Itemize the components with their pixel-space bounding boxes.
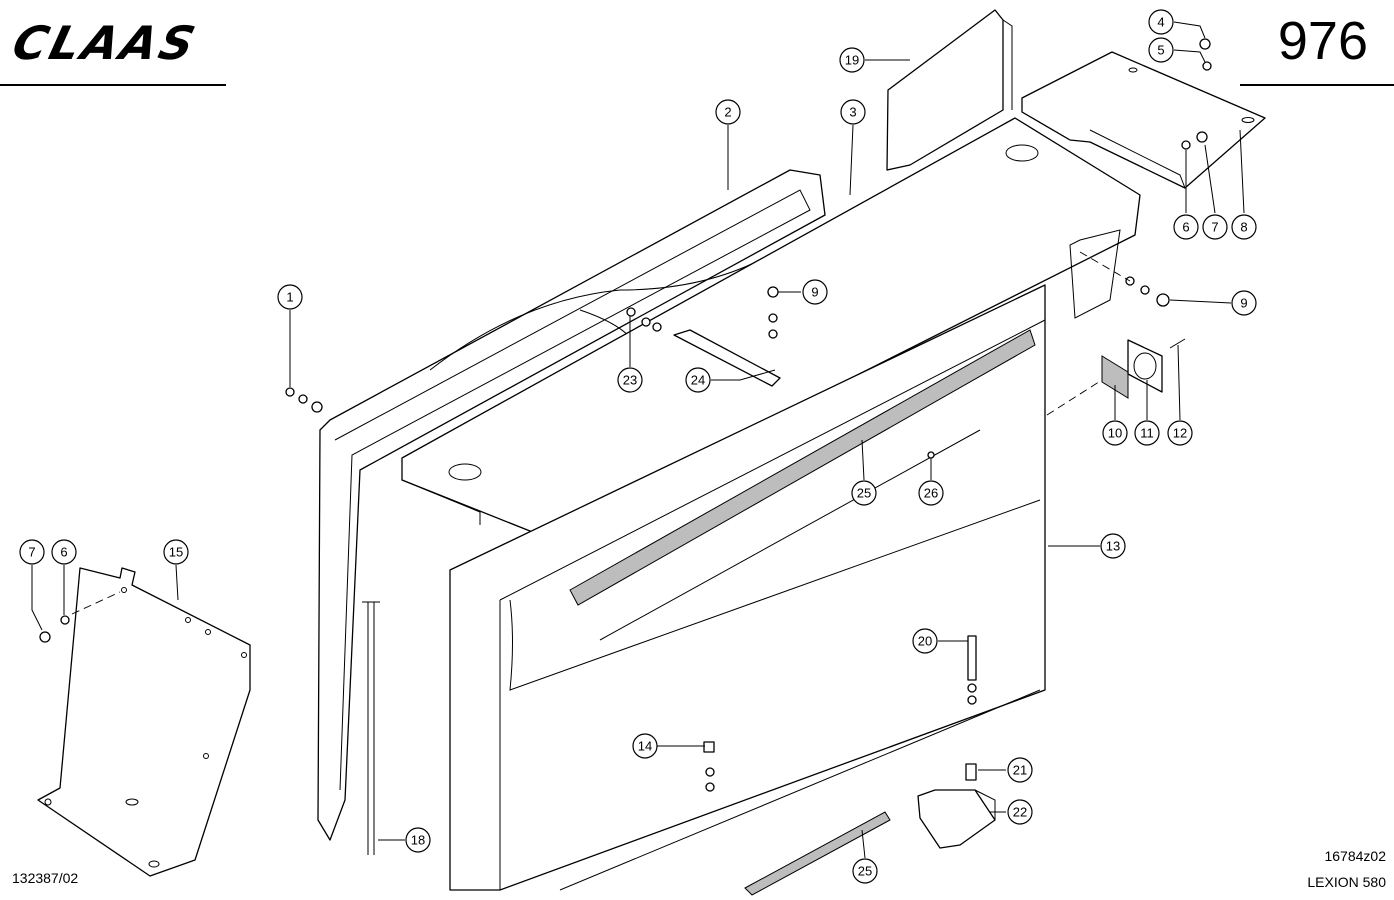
callout-23: 23 — [617, 367, 643, 393]
callout-label: 4 — [1157, 15, 1164, 30]
callout-21: 21 — [1007, 757, 1033, 783]
callout-label: 9 — [811, 285, 818, 300]
page-number: 976 — [1277, 11, 1368, 71]
mounting-bracket — [1021, 51, 1266, 189]
callout-22: 22 — [1007, 799, 1033, 825]
callout-19: 19 — [839, 47, 865, 73]
callout-label: 26 — [924, 486, 938, 501]
mounting-foot — [917, 789, 996, 849]
radiator-top-tank — [401, 117, 1141, 536]
rail-strip-upper — [569, 329, 1036, 606]
callout-label: 1 — [286, 290, 293, 305]
callout-25a: 25 — [851, 480, 877, 506]
callout-12: 12 — [1167, 420, 1193, 446]
callout-label: 11 — [1140, 426, 1154, 441]
callout-11: 11 — [1134, 420, 1160, 446]
callout-10: 10 — [1102, 420, 1128, 446]
callout-7: 7 — [1202, 214, 1228, 240]
callout-label: 23 — [623, 373, 637, 388]
header-rule-right — [1240, 84, 1394, 86]
callout-label: 25 — [858, 864, 872, 879]
callout-2: 2 — [715, 99, 741, 125]
side-plate — [37, 567, 251, 877]
model-name: LEXION 580 — [1307, 874, 1386, 890]
callout-label: 7 — [28, 545, 35, 560]
callout-24: 24 — [685, 367, 711, 393]
header-rule-left — [0, 84, 226, 86]
strut-bar — [673, 329, 781, 387]
callout-label: 5 — [1157, 43, 1164, 58]
callout-label: 22 — [1013, 805, 1027, 820]
callout-3: 3 — [840, 99, 866, 125]
callout-26: 26 — [918, 480, 944, 506]
callout-20: 20 — [912, 628, 938, 654]
support-rod — [362, 601, 380, 855]
callout-label: 9 — [1240, 296, 1247, 311]
callout-label: 21 — [1013, 763, 1027, 778]
callout-label: 8 — [1240, 220, 1247, 235]
callout-18: 18 — [405, 827, 431, 853]
callout-label: 6 — [60, 545, 67, 560]
callout-8: 8 — [1231, 214, 1257, 240]
callout-label: 19 — [845, 53, 859, 68]
callout-25b: 25 — [852, 858, 878, 884]
fasteners — [39, 38, 1212, 792]
callout-label: 14 — [638, 739, 652, 754]
callout-6-left: 6 — [51, 539, 77, 565]
callout-9b: 9 — [1231, 290, 1257, 316]
drawing-id: 16784z02 — [1324, 848, 1386, 864]
callout-label: 15 — [169, 545, 183, 560]
callout-5: 5 — [1148, 37, 1174, 63]
callout-label: 24 — [691, 373, 705, 388]
callout-14: 14 — [632, 733, 658, 759]
callout-7-left: 7 — [19, 539, 45, 565]
callout-15: 15 — [163, 539, 189, 565]
fan-shroud — [317, 169, 826, 841]
callout-label: 2 — [724, 105, 731, 120]
rail-strip-lower — [744, 811, 891, 896]
callout-9a: 9 — [802, 279, 828, 305]
callout-4: 4 — [1148, 9, 1174, 35]
callout-label: 7 — [1211, 220, 1218, 235]
callout-label: 6 — [1182, 220, 1189, 235]
radiator-frame — [449, 284, 1046, 891]
callout-label: 10 — [1108, 426, 1122, 441]
callout-label: 12 — [1173, 426, 1187, 441]
callout-1: 1 — [277, 284, 303, 310]
document-number: 132387/02 — [12, 870, 79, 886]
callout-label: 20 — [918, 634, 932, 649]
callout-13: 13 — [1100, 533, 1126, 559]
callout-label: 25 — [857, 486, 871, 501]
cover-plate — [886, 9, 1013, 171]
callout-label: 13 — [1106, 539, 1120, 554]
callout-leaders — [31, 21, 1245, 859]
callout-6: 6 — [1173, 214, 1199, 240]
callout-label: 18 — [411, 833, 425, 848]
callout-label: 3 — [849, 105, 856, 120]
